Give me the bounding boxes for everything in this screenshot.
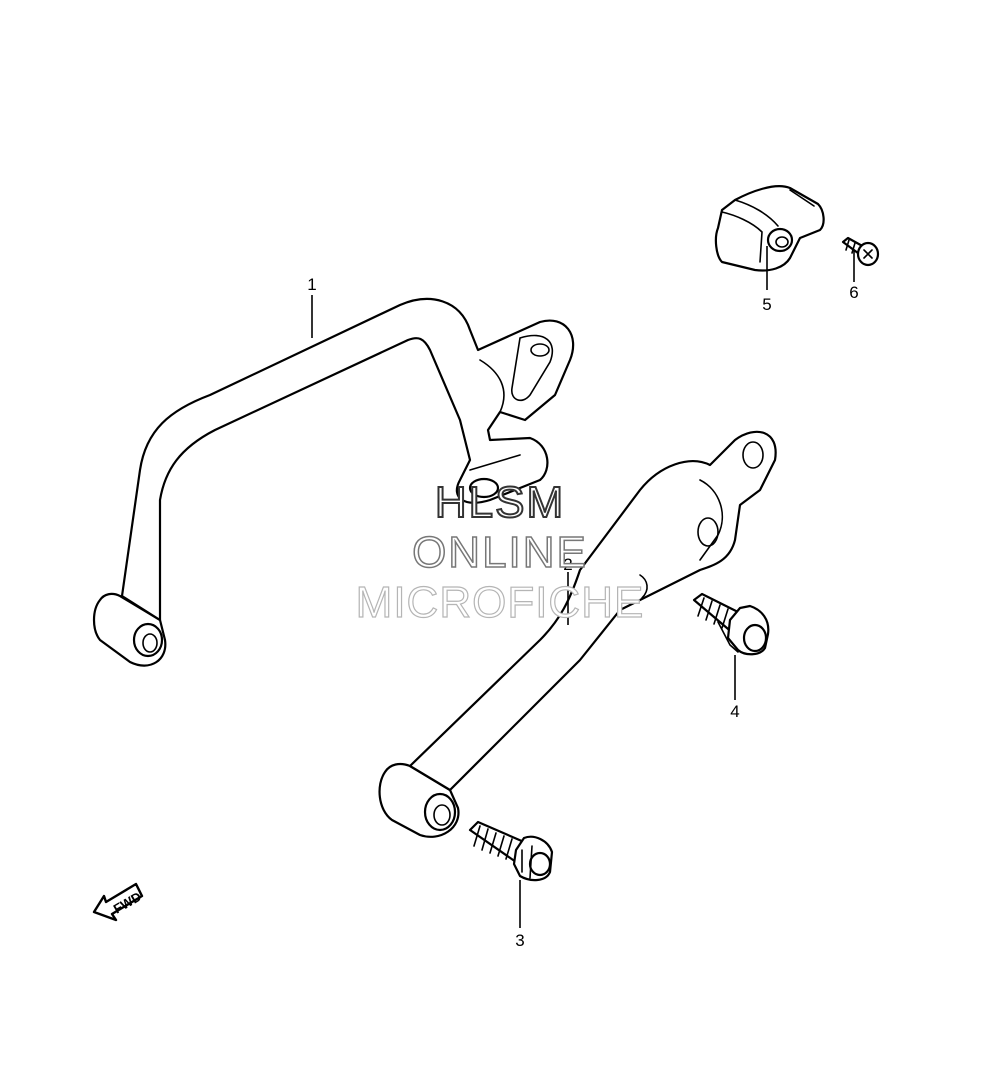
bracket-part-2[interactable] — [378, 430, 777, 838]
bolt-part-3[interactable] — [468, 820, 554, 882]
callout-2: 2 — [563, 555, 572, 574]
forward-arrow-icon: FWD — [92, 882, 144, 922]
leader-lines — [311, 246, 855, 928]
holder-part-5[interactable] — [714, 185, 825, 272]
callout-5: 5 — [762, 295, 771, 314]
callout-1: 1 — [307, 275, 316, 294]
callout-6: 6 — [849, 283, 858, 302]
callout-4: 4 — [730, 702, 739, 721]
callout-3: 3 — [515, 931, 524, 950]
screw-part-6[interactable] — [841, 236, 880, 267]
bracket-part-1[interactable] — [92, 297, 575, 667]
bolt-part-4[interactable] — [692, 592, 770, 656]
